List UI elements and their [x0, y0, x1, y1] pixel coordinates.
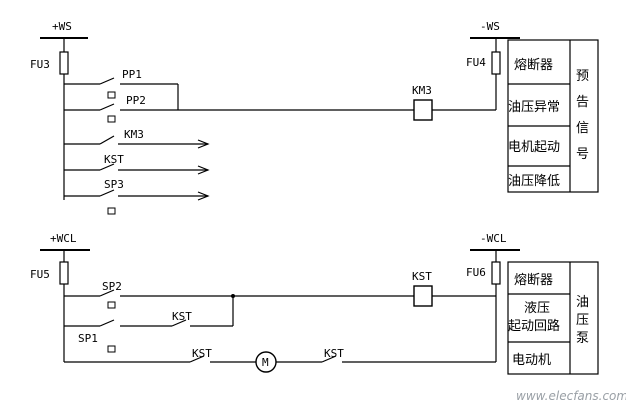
- pp2-contact: [99, 103, 115, 111]
- sp2-actuator: [107, 301, 116, 309]
- pp1-actuator: [107, 91, 116, 99]
- fuse-fu6: [491, 261, 501, 285]
- sp1-contact: [99, 319, 115, 327]
- km3-contact-label: KM3: [124, 128, 144, 141]
- motor-label: M: [262, 356, 269, 369]
- kst-motor-contact-1: [189, 355, 205, 363]
- upper-side-3: 信: [576, 121, 589, 136]
- kst-hold-contact: [171, 319, 187, 327]
- lower-row-start-loop: 起动回路: [508, 318, 560, 334]
- sp2-label: SP2: [102, 280, 122, 293]
- fu4-label: FU4: [466, 56, 486, 69]
- upper-row-oil-low: 油压降低: [508, 174, 560, 189]
- lower-side-1: 油: [576, 295, 589, 310]
- fuse-fu5: [59, 261, 69, 285]
- watermark: www.elecfans.com: [516, 389, 626, 403]
- upper-bus-left-label: +WS: [52, 20, 72, 33]
- lower-circuit: +WCL -WCL FU5 FU6 SP2 KST SP1 KST: [30, 232, 599, 375]
- sp1-label: SP1: [78, 332, 98, 345]
- upper-row-fuse: 熔断器: [514, 58, 553, 73]
- lower-row-motor: 电动机: [512, 353, 551, 368]
- lower-row-fuse: 熔断器: [514, 273, 553, 288]
- upper-side-1: 预: [576, 69, 589, 84]
- lower-bus-left-label: +WCL: [50, 232, 77, 245]
- upper-side-4: 号: [576, 147, 589, 162]
- upper-row-oil-abnormal: 油压异常: [508, 100, 560, 115]
- lower-bus-right-label: -WCL: [480, 232, 507, 245]
- kst-motor-contact-2: [321, 355, 337, 363]
- kst-motor-label-2: KST: [324, 347, 344, 360]
- km3-coil-label: KM3: [412, 84, 432, 97]
- lower-row-hydraulic: 液压: [524, 301, 550, 316]
- kst-contact: [99, 163, 115, 171]
- km3-contact: [99, 135, 115, 145]
- km3-coil: [413, 99, 433, 121]
- upper-signal-table: 熔断器 油压异常 电机起动 油压降低 预 告 信 号: [507, 39, 599, 193]
- fu6-label: FU6: [466, 266, 486, 279]
- sp3-actuator: [107, 207, 116, 215]
- kst-hold-label: KST: [172, 310, 192, 323]
- pp2-label: PP2: [126, 94, 146, 107]
- fuse-fu4: [491, 51, 501, 75]
- kst-coil-label: KST: [412, 270, 432, 283]
- fu3-label: FU3: [30, 58, 50, 71]
- sp3-arrow: [197, 191, 210, 201]
- km3-arrow: [197, 139, 210, 149]
- sp3-contact: [99, 189, 115, 197]
- kst-arrow: [197, 165, 210, 175]
- sp2-contact: [99, 289, 115, 297]
- kst-coil: [413, 285, 433, 307]
- lower-side-3: 泵: [576, 331, 589, 346]
- upper-bus-right-label: -WS: [480, 20, 500, 33]
- pp1-label: PP1: [122, 68, 142, 81]
- lower-side-2: 压: [576, 313, 589, 328]
- pp2-actuator: [107, 115, 116, 123]
- kst-motor-label-1: KST: [192, 347, 212, 360]
- upper-row-motor-start: 电机起动: [508, 140, 560, 155]
- sp1-actuator: [107, 345, 116, 353]
- upper-table-frame: [507, 39, 599, 193]
- lower-pump-table: 熔断器 液压 起动回路 电动机 油 压 泵: [507, 261, 599, 375]
- kst-label: KST: [104, 153, 124, 166]
- upper-circuit: +WS -WS FU3 FU4 PP1 PP2 KM3: [30, 20, 599, 215]
- fuse-fu3: [59, 51, 69, 75]
- lower-table-frame: [507, 261, 599, 375]
- fu5-label: FU5: [30, 268, 50, 281]
- upper-side-2: 告: [576, 95, 589, 110]
- pp1-contact: [99, 77, 115, 85]
- sp3-label: SP3: [104, 178, 124, 191]
